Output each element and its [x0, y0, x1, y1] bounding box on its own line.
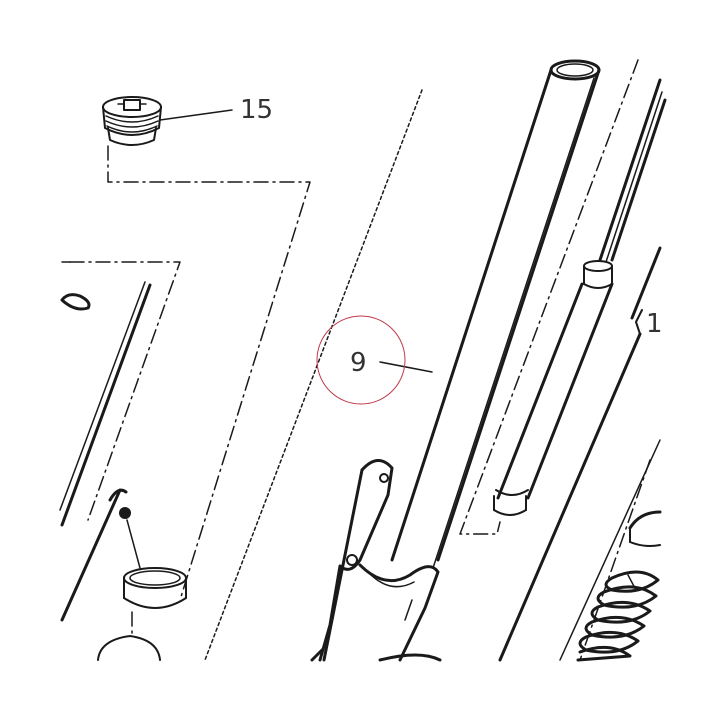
leader-line-9	[379, 361, 433, 373]
part-label-15: 15	[240, 95, 273, 125]
highlight-circle-9	[316, 315, 406, 405]
assembly-path-cap	[107, 145, 311, 601]
assembly-path-left	[69, 261, 181, 521]
damper-rod-part[interactable]	[493, 78, 667, 516]
inner-tube-part[interactable]	[390, 59, 601, 569]
marker-leader-line	[126, 519, 141, 569]
centre-axis-line	[204, 89, 423, 661]
bracket-1	[635, 309, 643, 335]
outer-tube-part[interactable]	[498, 246, 662, 662]
axle-bracket-part[interactable]	[310, 459, 442, 662]
lower-seal-part[interactable]	[97, 635, 161, 661]
part-label-1: 1	[646, 309, 663, 339]
assembly-path-rod	[459, 59, 639, 535]
fork-cap-part[interactable]	[102, 96, 162, 146]
part-label-9: 9	[350, 348, 367, 378]
fork-spring-part[interactable]	[576, 510, 662, 662]
bushing-ring-part[interactable]	[123, 567, 187, 609]
left-tube-part[interactable]	[59, 281, 152, 622]
leader-line-15	[159, 109, 233, 121]
grease-point-marker	[119, 507, 131, 519]
